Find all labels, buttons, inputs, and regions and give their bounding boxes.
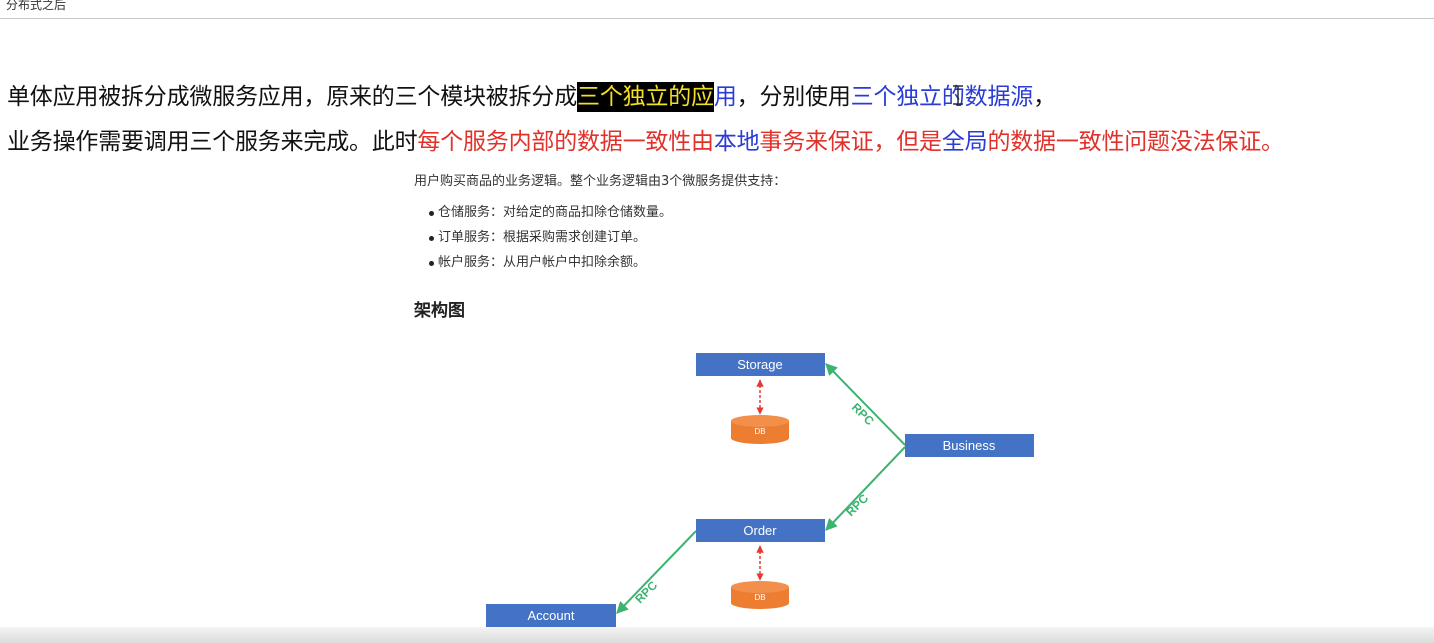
node-storage: Storage xyxy=(696,353,825,376)
text-segment-red: 事务来保证，但是 xyxy=(759,129,942,155)
node-label: Account xyxy=(528,608,575,623)
text-segment: ， xyxy=(1033,84,1056,110)
text-segment: 单体应用被拆分成微服务应用，原来的三个模块被拆分成 xyxy=(7,84,578,110)
selected-text-highlight[interactable]: 三个独立的应 xyxy=(577,82,714,112)
node-business: Business xyxy=(905,434,1034,457)
rpc-label: RPC xyxy=(632,578,660,606)
text-segment-blue: 本地 xyxy=(713,129,760,155)
node-label: Business xyxy=(943,438,996,453)
rpc-edge-business-storage xyxy=(825,363,906,446)
db-cylinder-storage: DB xyxy=(731,415,789,444)
rpc-edge-business-order xyxy=(825,446,906,531)
doc-intro: 用户购买商品的业务逻辑。整个业务逻辑由3个微服务提供支持： xyxy=(414,174,787,189)
text-segment: 业务操作需要调用三个服务来完成。此时 xyxy=(7,129,418,155)
db-cylinder-order: DB xyxy=(731,581,789,609)
text-segment-blue: 用 xyxy=(713,84,737,110)
paragraph-line-1: 单体应用被拆分成微服务应用，原来的三个模块被拆分成三个独立的应用，分别使用三个独… xyxy=(7,77,1056,112)
text-cursor-icon xyxy=(953,85,963,105)
db-label: DB xyxy=(754,427,765,436)
text-segment-red: 每个服务内部的数据一致性由 xyxy=(417,129,714,155)
window-title-bar: 分布式之后 xyxy=(0,0,1434,19)
paragraph-line-2: 业务操作需要调用三个服务来完成。此时每个服务内部的数据一致性由本地事务来保证，但… xyxy=(7,122,1284,156)
bottom-scroll-shadow xyxy=(0,627,1434,643)
rpc-label: RPC xyxy=(843,491,871,519)
text-segment-blue: 三个独立的数据源 xyxy=(850,84,1034,110)
rpc-edge-order-account xyxy=(616,530,697,614)
architecture-heading: 架构图 xyxy=(414,301,465,321)
db-label: DB xyxy=(754,593,765,602)
text-segment-blue: 全局 xyxy=(941,129,988,155)
list-item: 订单服务：根据采购需求创建订单。 xyxy=(414,229,672,254)
list-item: 仓储服务：对给定的商品扣除仓储数量。 xyxy=(414,204,672,229)
node-label: Storage xyxy=(737,357,783,372)
page-title: 分布式之后 xyxy=(6,0,67,12)
node-account: Account xyxy=(486,604,616,627)
node-order: Order xyxy=(696,519,825,542)
node-label: Order xyxy=(743,523,777,538)
list-item: 帐户服务：从用户帐户中扣除余额。 xyxy=(414,254,672,279)
text-segment-red: 的数据一致性问题没法保证。 xyxy=(987,129,1284,155)
text-segment: ，分别使用 xyxy=(736,84,851,110)
service-list: 仓储服务：对给定的商品扣除仓储数量。 订单服务：根据采购需求创建订单。 帐户服务… xyxy=(414,204,672,279)
rpc-label: RPC xyxy=(849,400,877,428)
